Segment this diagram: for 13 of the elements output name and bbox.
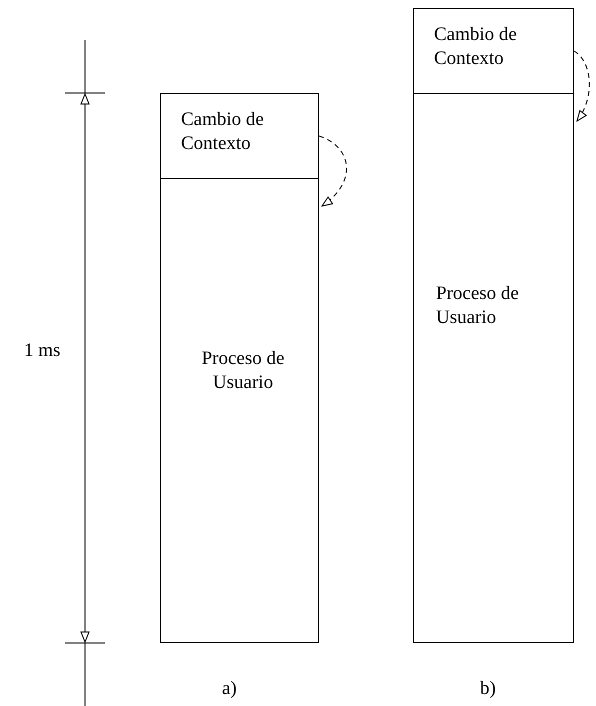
panel-label: a) [222, 678, 237, 700]
box-label: Cambio de Contexto [434, 23, 518, 71]
panel-label: b) [480, 678, 496, 700]
context-switch-box [160, 93, 319, 179]
user-process-box [413, 93, 574, 643]
user-process-box [160, 178, 319, 643]
box-label: Proceso de Usuario [200, 347, 286, 395]
curved-arrow [318, 136, 347, 206]
context-switch-box [413, 8, 574, 94]
box-label: Proceso de Usuario [436, 282, 520, 330]
curved-arrow [574, 50, 590, 122]
dimension-label: 1 ms [24, 340, 60, 362]
box-label: Cambio de Contexto [181, 108, 265, 156]
